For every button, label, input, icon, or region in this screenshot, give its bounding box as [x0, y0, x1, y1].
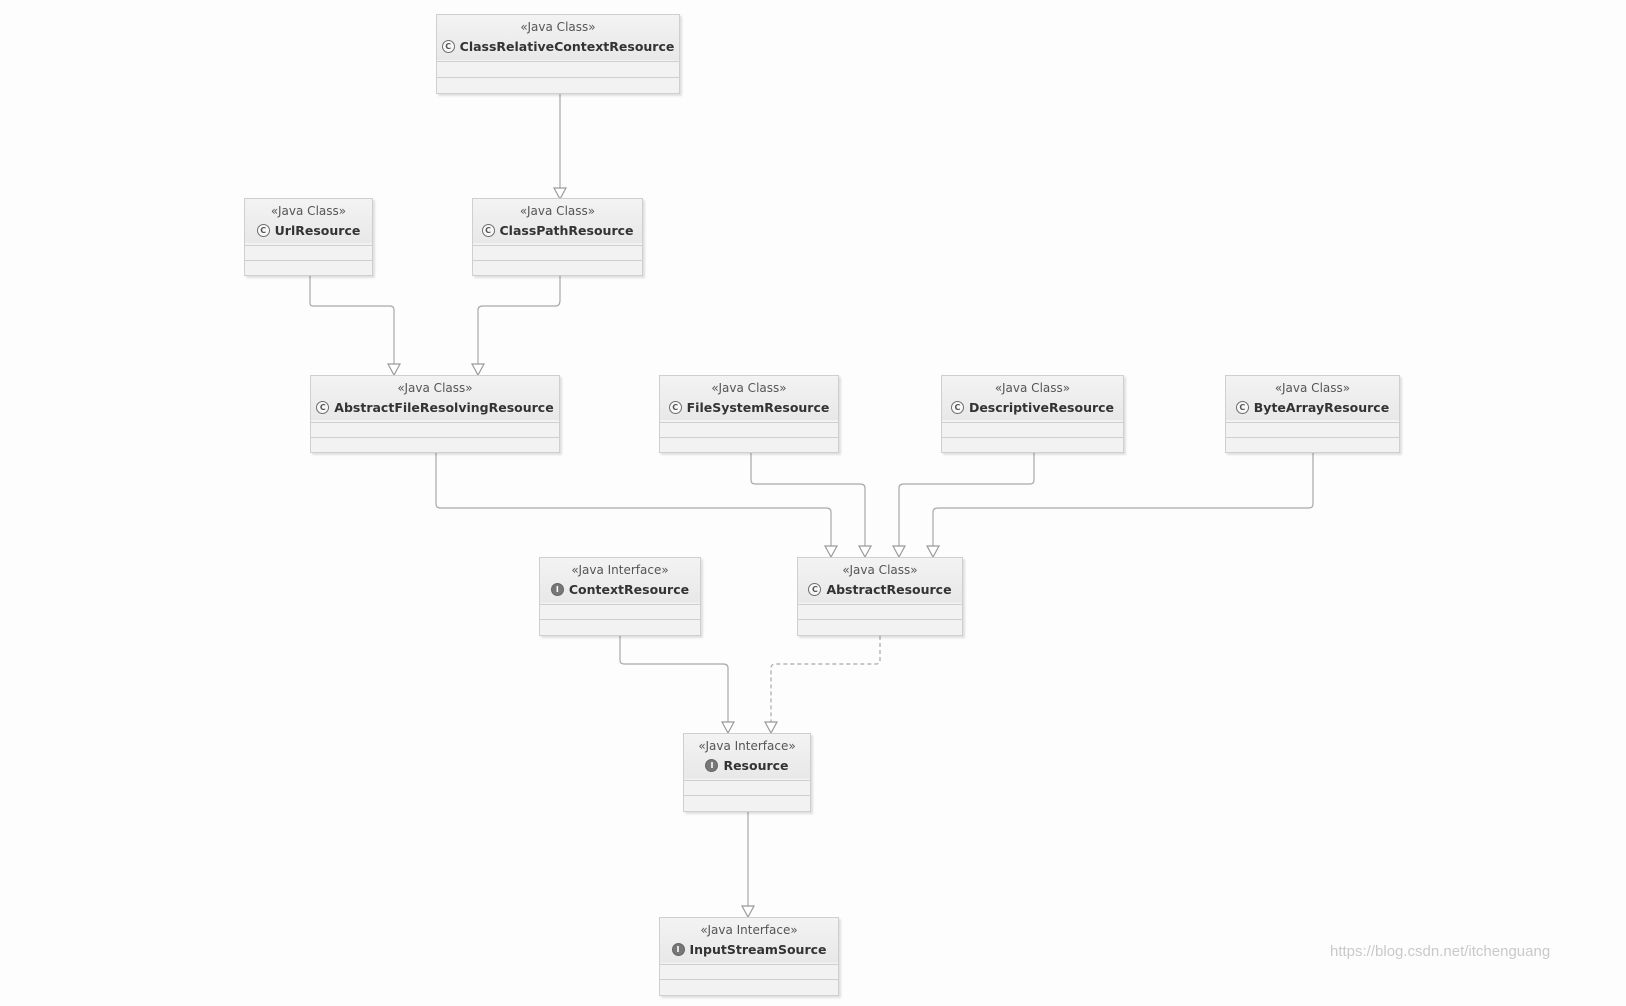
- node-context-resource[interactable]: «Java Interface» I ContextResource: [539, 557, 701, 636]
- class-icon: C: [950, 401, 964, 414]
- node-descriptive-resource[interactable]: «Java Class» C DescriptiveResource: [941, 375, 1124, 453]
- stereotype-label: «Java Class»: [711, 381, 787, 395]
- class-name: FileSystemResource: [686, 400, 830, 415]
- class-name: ContextResource: [568, 582, 690, 597]
- arrowhead-ar-4: [925, 545, 941, 559]
- operations-compartment: [1226, 437, 1399, 438]
- node-input-stream-source[interactable]: «Java Interface» I InputStreamSource: [659, 917, 839, 996]
- operations-compartment: [437, 77, 679, 78]
- stereotype-label: «Java Interface»: [571, 563, 669, 577]
- class-icon: C: [668, 401, 682, 414]
- operations-compartment: [942, 437, 1123, 438]
- edge-filesystemresource-abstractresource: [750, 453, 866, 546]
- node-class-path-resource[interactable]: «Java Class» C ClassPathResource: [472, 198, 643, 276]
- class-name: AbstractResource: [826, 582, 952, 597]
- edge-abstractfileresolvingresource-abstractresource: [435, 453, 832, 546]
- interface-icon: I: [550, 583, 564, 596]
- name-row: C AbstractResource: [798, 581, 962, 598]
- arrowhead-ar-2: [857, 545, 873, 559]
- operations-compartment: [798, 619, 962, 620]
- arrowhead-afr-1: [386, 363, 402, 377]
- arrowhead-ar-1: [823, 545, 839, 559]
- node-url-resource[interactable]: «Java Class» C UrlResource: [244, 198, 373, 276]
- name-row: C DescriptiveResource: [942, 399, 1123, 416]
- attributes-compartment: [1226, 422, 1399, 423]
- attributes-compartment: [798, 604, 962, 605]
- name-row: C ByteArrayResource: [1226, 399, 1399, 416]
- attributes-compartment: [684, 780, 810, 781]
- stereotype-label: «Java Interface»: [700, 923, 798, 937]
- class-name: InputStreamSource: [689, 942, 827, 957]
- operations-compartment: [473, 260, 642, 261]
- class-name: DescriptiveResource: [968, 400, 1115, 415]
- name-row: I Resource: [684, 757, 810, 774]
- edge-urlresource-abstractfileresolvingresource: [309, 276, 395, 364]
- node-abstract-resource[interactable]: «Java Class» C AbstractResource: [797, 557, 963, 636]
- stereotype-label: «Java Class»: [1274, 381, 1351, 395]
- arrowhead-ar-3: [891, 545, 907, 559]
- stereotype-label: «Java Interface»: [698, 739, 796, 753]
- class-name: Resource: [723, 758, 789, 773]
- node-resource[interactable]: «Java Interface» I Resource: [683, 733, 811, 812]
- class-name: UrlResource: [274, 223, 361, 238]
- class-name: AbstractFileResolvingResource: [334, 400, 554, 415]
- interface-icon: I: [671, 943, 685, 956]
- stereotype-label: «Java Class»: [842, 563, 918, 577]
- attributes-compartment: [473, 245, 642, 246]
- edge-bytearrayresource-abstractresource: [932, 453, 1314, 546]
- operations-compartment: [245, 260, 372, 261]
- operations-compartment: [660, 979, 838, 980]
- name-row: I ContextResource: [540, 581, 700, 598]
- attributes-compartment: [245, 245, 372, 246]
- name-row: C FileSystemResource: [660, 399, 838, 416]
- attributes-compartment: [437, 61, 679, 62]
- stereotype-label: «Java Class»: [397, 381, 473, 395]
- interface-icon: I: [705, 759, 719, 772]
- attributes-compartment: [942, 422, 1123, 423]
- operations-compartment: [660, 437, 838, 438]
- name-row: C ClassRelativeContextResource: [437, 38, 679, 55]
- name-row: C UrlResource: [245, 222, 372, 239]
- node-abstract-file-resolving-resource[interactable]: «Java Class» C AbstractFileResolvingReso…: [310, 375, 560, 453]
- arrowhead-inputstreamsource: [740, 905, 756, 919]
- stereotype-label: «Java Class»: [270, 204, 347, 218]
- stereotype-label: «Java Class»: [520, 20, 596, 34]
- class-icon: C: [1235, 401, 1249, 414]
- attributes-compartment: [660, 422, 838, 423]
- arrowhead-resource-1: [720, 721, 736, 735]
- class-icon: C: [808, 583, 822, 596]
- name-row: I InputStreamSource: [660, 941, 838, 958]
- attributes-compartment: [540, 604, 700, 605]
- edge-classpathresource-abstractfileresolvingresource: [477, 276, 561, 364]
- class-name: ClassPathResource: [499, 223, 634, 238]
- class-name: ClassRelativeContextResource: [459, 39, 675, 54]
- node-file-system-resource[interactable]: «Java Class» C FileSystemResource: [659, 375, 839, 453]
- node-class-relative-context-resource[interactable]: «Java Class» C ClassRelativeContextResou…: [436, 14, 680, 94]
- class-name: ByteArrayResource: [1253, 400, 1390, 415]
- stereotype-label: «Java Class»: [994, 381, 1071, 395]
- class-icon: C: [441, 40, 455, 53]
- attributes-compartment: [311, 422, 559, 423]
- name-row: C AbstractFileResolvingResource: [311, 399, 559, 416]
- operations-compartment: [540, 619, 700, 620]
- name-row: C ClassPathResource: [473, 222, 642, 239]
- arrowhead-afr-2: [470, 363, 486, 377]
- operations-compartment: [684, 795, 810, 796]
- class-icon: C: [256, 224, 270, 237]
- edge-contextresource-resource: [619, 636, 729, 722]
- arrowhead-resource-2: [763, 721, 779, 735]
- stereotype-label: «Java Class»: [519, 204, 596, 218]
- class-icon: C: [481, 224, 495, 237]
- operations-compartment: [311, 437, 559, 438]
- watermark: https://blog.csdn.net/itchenguang: [1330, 943, 1551, 960]
- edge-abstractresource-resource: [770, 636, 881, 722]
- attributes-compartment: [660, 964, 838, 965]
- class-icon: C: [316, 401, 330, 414]
- node-byte-array-resource[interactable]: «Java Class» C ByteArrayResource: [1225, 375, 1400, 453]
- edge-descriptiveresource-abstractresource: [898, 453, 1035, 546]
